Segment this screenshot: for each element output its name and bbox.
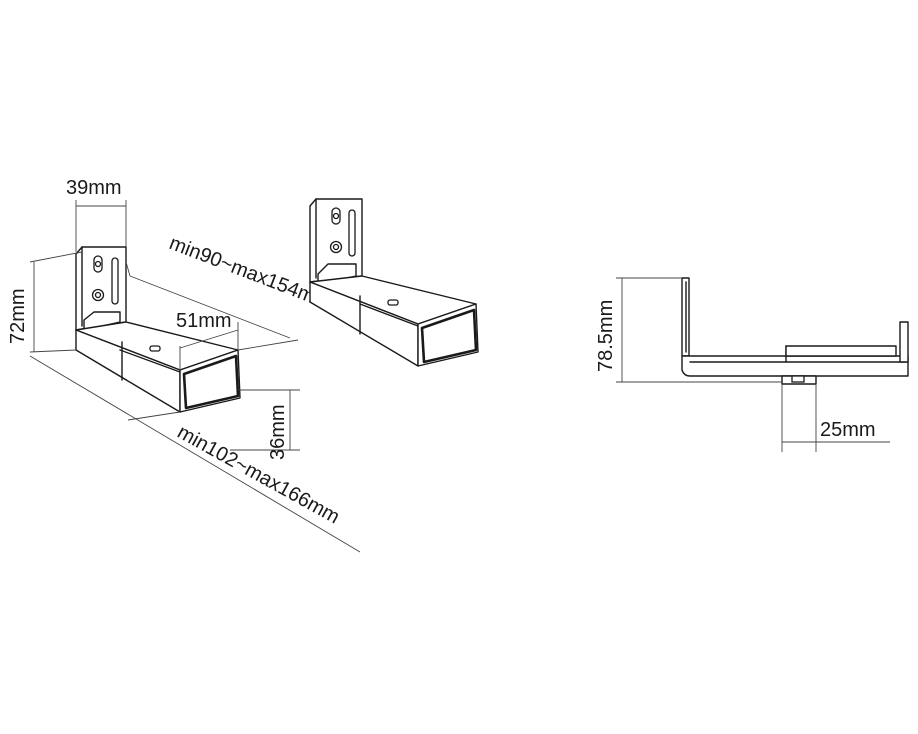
dim-depth-rear: min90~max154mm bbox=[166, 232, 333, 314]
side-dimension-lines bbox=[616, 277, 890, 452]
dim-side-height: 78.5mm bbox=[595, 300, 617, 372]
dim-width-top: 39mm bbox=[66, 177, 122, 199]
dim-side-offset: 25mm bbox=[820, 419, 876, 441]
dim-depth-front: min102~max166mm bbox=[174, 421, 344, 528]
dim-height-left: 72mm bbox=[7, 288, 29, 344]
left-dimension-lines bbox=[29, 200, 361, 553]
right-bracket bbox=[309, 198, 479, 367]
dim-end-width: 51mm bbox=[176, 310, 232, 332]
dim-lower-height: 36mm bbox=[267, 404, 289, 460]
side-view-bracket bbox=[681, 277, 909, 385]
